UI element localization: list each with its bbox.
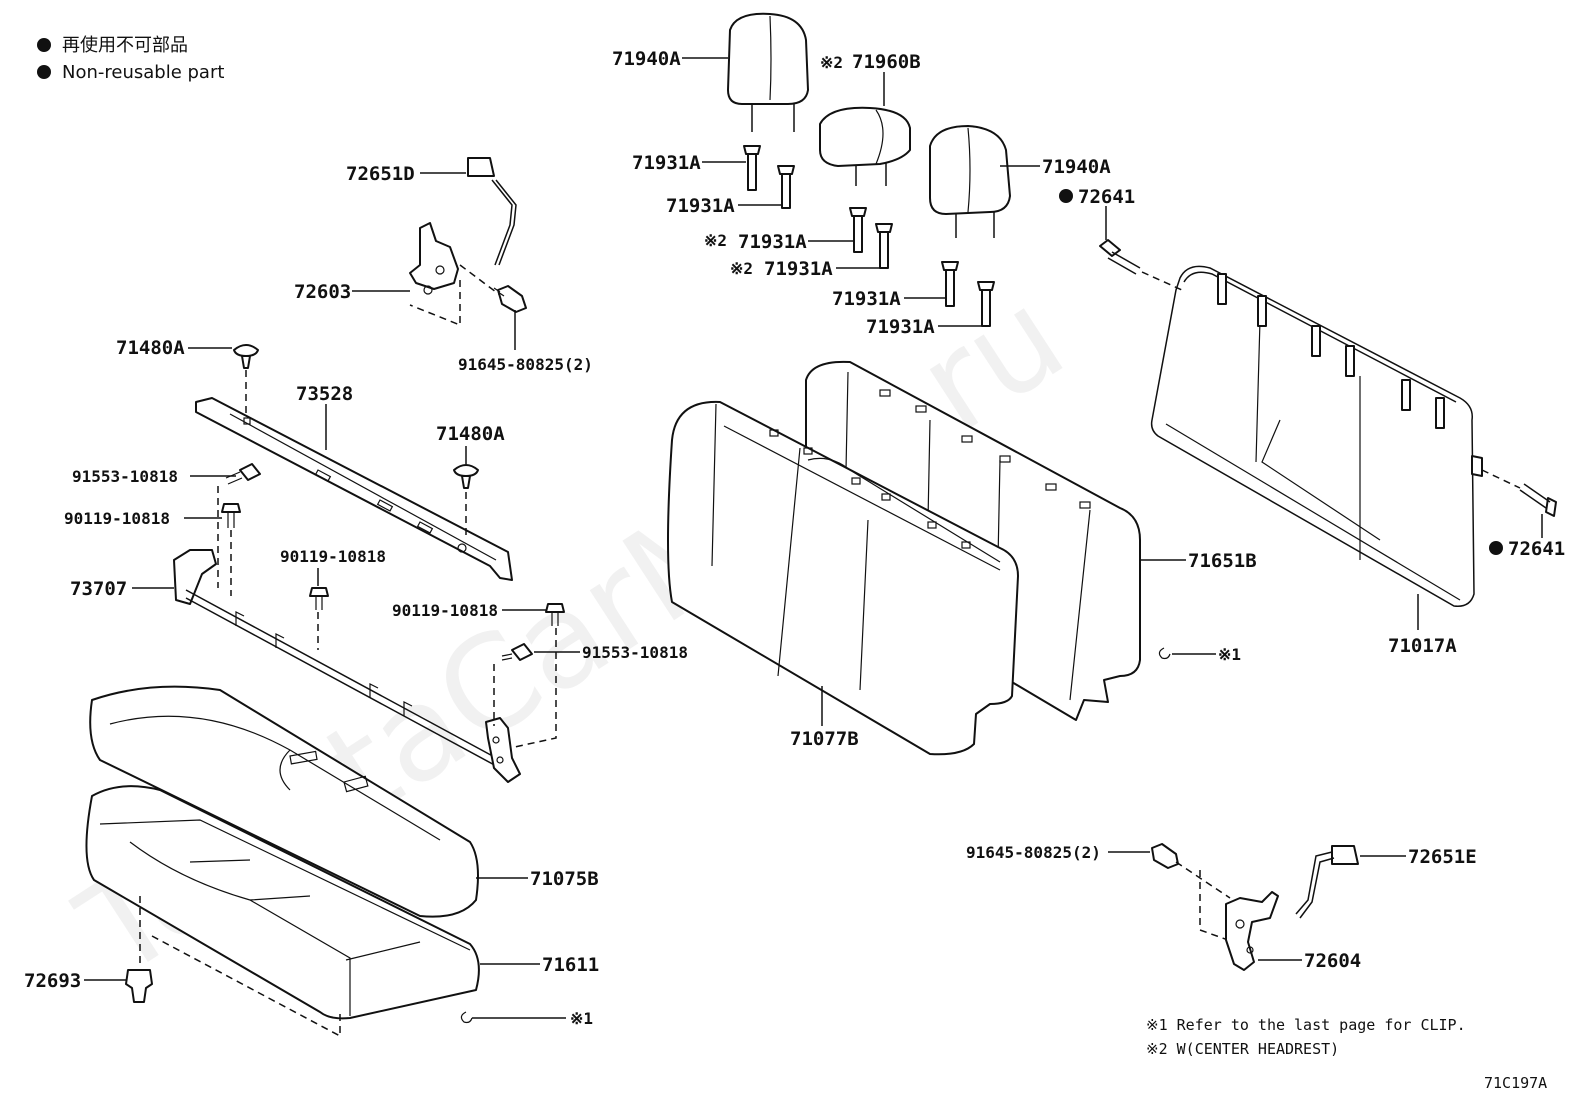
bolt-91645-bottom	[1151, 843, 1179, 869]
label-90119-right[interactable]: 90119-10818	[392, 601, 498, 620]
label-71931A-4[interactable]: 71931A	[764, 258, 833, 280]
label-72604[interactable]: 72604	[1304, 950, 1361, 972]
part-73707	[173, 549, 521, 783]
part-73528	[195, 397, 513, 581]
bolt-91645-top	[493, 285, 527, 313]
label-90119-mid[interactable]: 90119-10818	[280, 547, 386, 566]
label-71931A-2[interactable]: 71931A	[666, 195, 735, 217]
bolt-90119-right	[545, 603, 565, 626]
guide-71931A-2	[777, 165, 795, 209]
part-71940A-left	[727, 12, 809, 132]
label-72641-top[interactable]: 72641	[1078, 186, 1135, 208]
bolt-72641-top	[1099, 239, 1141, 275]
non-reusable-dot-icon	[1489, 541, 1503, 555]
label-71960B[interactable]: 71960B	[852, 51, 921, 73]
mark-71931A-4: ※2	[730, 259, 753, 278]
label-71017A[interactable]: 71017A	[1388, 635, 1457, 657]
label-73707[interactable]: 73707	[70, 578, 127, 600]
bolt-90119-mid	[309, 587, 329, 610]
part-72603	[409, 222, 459, 295]
guide-71931A-6	[977, 281, 995, 327]
legend-jp: 再使用不可部品	[62, 35, 188, 56]
legend: 再使用不可部品 Non-reusable part	[37, 35, 224, 83]
label-71075B[interactable]: 71075B	[530, 868, 599, 890]
guide-71931A-1	[743, 145, 761, 191]
label-71931A-5[interactable]: 71931A	[832, 288, 901, 310]
label-91645-bottom[interactable]: 91645-80825(2)	[966, 843, 1101, 862]
bolt-91553-left	[225, 463, 261, 485]
ref-1-bottom[interactable]: ※1	[570, 1009, 593, 1028]
part-71960B	[819, 106, 911, 186]
diagram-code: 71C197A	[1484, 1074, 1547, 1092]
note-2: ※2 W(CENTER HEADREST)	[1146, 1040, 1339, 1058]
bolt-90119-left	[221, 503, 241, 528]
label-71931A-1[interactable]: 71931A	[632, 152, 701, 174]
guide-71931A-4	[875, 223, 893, 269]
label-71651B[interactable]: 71651B	[1188, 550, 1257, 572]
label-72651D[interactable]: 72651D	[346, 163, 415, 185]
clip-71480A-mid	[453, 464, 479, 489]
label-72651E[interactable]: 72651E	[1408, 846, 1477, 868]
mark-71960B: ※2	[820, 53, 843, 72]
label-72641-right[interactable]: 72641	[1508, 538, 1565, 560]
label-71480A-mid[interactable]: 71480A	[436, 423, 505, 445]
label-71931A-3[interactable]: 71931A	[738, 231, 807, 253]
part-72651D	[467, 157, 517, 266]
label-72693[interactable]: 72693	[24, 970, 81, 992]
label-91553-right[interactable]: 91553-10818	[582, 643, 688, 662]
label-91645-top[interactable]: 91645-80825(2)	[458, 355, 593, 374]
clip-71480A-left	[233, 344, 259, 369]
label-91553-left[interactable]: 91553-10818	[72, 467, 178, 486]
legend-en: Non-reusable part	[62, 62, 224, 83]
part-71077B	[667, 400, 1019, 756]
part-72651E	[1295, 845, 1359, 919]
guide-71931A-5	[941, 261, 959, 307]
label-71077B[interactable]: 71077B	[790, 728, 859, 750]
part-71611	[85, 785, 480, 1020]
label-73528[interactable]: 73528	[296, 383, 353, 405]
label-72603[interactable]: 72603	[294, 281, 351, 303]
bolt-91553-right	[501, 643, 533, 661]
label-71940A-left[interactable]: 71940A	[612, 48, 681, 70]
note-1: ※1 Refer to the last page for CLIP.	[1146, 1016, 1466, 1034]
mark-71931A-3: ※2	[704, 231, 727, 250]
part-71940A-right	[929, 125, 1011, 238]
label-71611[interactable]: 71611	[542, 954, 599, 976]
guide-71931A-3	[849, 207, 867, 253]
label-71480A-left[interactable]: 71480A	[116, 337, 185, 359]
label-71931A-6[interactable]: 71931A	[866, 316, 935, 338]
non-reusable-dot-icon	[37, 38, 51, 52]
label-71940A-right[interactable]: 71940A	[1042, 156, 1111, 178]
bolt-72641-right	[1519, 483, 1557, 517]
label-90119-left[interactable]: 90119-10818	[64, 509, 170, 528]
part-72693	[125, 969, 153, 1003]
non-reusable-dot-icon	[1059, 189, 1073, 203]
non-reusable-dot-icon	[37, 65, 51, 79]
ref-1-right[interactable]: ※1	[1218, 645, 1241, 664]
part-72604	[1225, 891, 1279, 971]
part-71017A	[1150, 265, 1483, 607]
part-71075B	[89, 685, 479, 918]
